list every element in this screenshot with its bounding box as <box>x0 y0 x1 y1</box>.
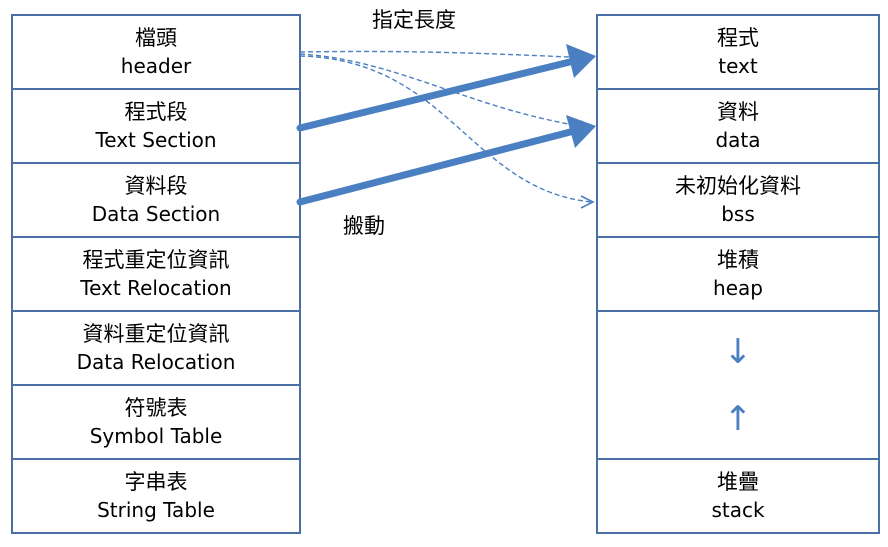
right-cell-en: heap <box>713 275 763 300</box>
arrow-up-icon: ↑ <box>723 398 753 439</box>
left-cell-zh: 檔頭 <box>135 26 177 51</box>
right-cell-zh: 資料 <box>717 100 759 125</box>
left-cell-en: Symbol Table <box>89 423 223 448</box>
left-cell-string-table: 字串表 String Table <box>13 458 299 534</box>
dashed-arrow-to-bss <box>299 55 593 203</box>
move-label: 搬動 <box>343 214 385 238</box>
left-cell-data-relocation: 資料重定位資訊 Data Relocation <box>13 310 299 384</box>
left-cell-en: String Table <box>97 497 215 522</box>
object-file-layout: 檔頭 header 程式段 Text Section 資料段 Data Sect… <box>11 14 301 534</box>
left-cell-zh: 程式段 <box>124 100 188 125</box>
right-cell-zh: 程式 <box>717 26 759 51</box>
left-cell-zh: 資料重定位資訊 <box>82 322 230 347</box>
left-cell-header: 檔頭 header <box>13 14 299 88</box>
left-cell-en: Text Relocation <box>80 275 232 300</box>
right-cell-text: 程式 text <box>598 14 878 88</box>
right-cell-zh: 堆疊 <box>717 470 759 495</box>
thick-arrowhead-data <box>566 115 596 148</box>
right-cell-zh: 未初始化資料 <box>675 174 801 199</box>
dashed-arrow-to-text <box>299 50 593 59</box>
left-cell-en: Data Section <box>91 201 221 226</box>
right-cell-en: stack <box>711 497 765 522</box>
left-cell-text-relocation: 程式重定位資訊 Text Relocation <box>13 236 299 310</box>
dashed-arrowhead-bss <box>580 195 595 209</box>
left-cell-zh: 符號表 <box>124 396 188 421</box>
specify-length-label: 指定長度 <box>372 8 456 32</box>
left-cell-en: Text Section <box>95 127 217 152</box>
left-cell-zh: 字串表 <box>124 470 188 495</box>
memory-layout: 程式 text 資料 data 未初始化資料 bss 堆積 heap ↓ ↑ 堆… <box>596 14 880 534</box>
left-cell-symbol-table: 符號表 Symbol Table <box>13 384 299 458</box>
thick-arrowhead-text <box>566 44 596 78</box>
left-cell-zh: 資料段 <box>124 174 188 199</box>
thick-arrow-text-to-text <box>296 56 582 132</box>
right-cell-bss: 未初始化資料 bss <box>598 162 878 236</box>
right-cell-en: bss <box>721 201 755 226</box>
left-cell-en: Data Relocation <box>76 349 236 374</box>
right-cell-en: data <box>715 127 761 152</box>
left-cell-en: header <box>120 53 192 78</box>
right-cell-zh: 堆積 <box>717 248 759 273</box>
right-cell-free-space: ↓ ↑ <box>598 310 878 458</box>
thick-arrow-data-to-data <box>296 126 582 206</box>
right-cell-stack: 堆疊 stack <box>598 458 878 534</box>
right-cell-en: text <box>718 53 758 78</box>
left-cell-text-section: 程式段 Text Section <box>13 88 299 162</box>
left-cell-data-section: 資料段 Data Section <box>13 162 299 236</box>
arrow-down-icon: ↓ <box>723 331 753 372</box>
dashed-arrow-to-data <box>299 53 593 129</box>
right-cell-data: 資料 data <box>598 88 878 162</box>
left-cell-zh: 程式重定位資訊 <box>82 248 230 273</box>
right-cell-heap: 堆積 heap <box>598 236 878 310</box>
